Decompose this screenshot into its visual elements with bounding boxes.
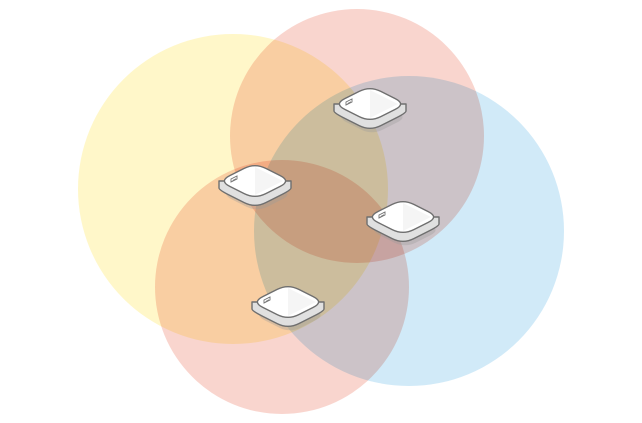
wifi-router-icon <box>251 286 325 331</box>
status-light-icon <box>230 175 238 183</box>
status-light-icon <box>263 296 271 304</box>
wifi-router-icon <box>366 201 440 246</box>
coverage-zones <box>78 9 564 414</box>
router-nodes <box>218 88 440 331</box>
status-light-icon <box>378 211 386 219</box>
wifi-router-icon <box>218 165 292 210</box>
status-light-icon <box>345 98 353 106</box>
wifi-router-icon <box>333 88 407 133</box>
